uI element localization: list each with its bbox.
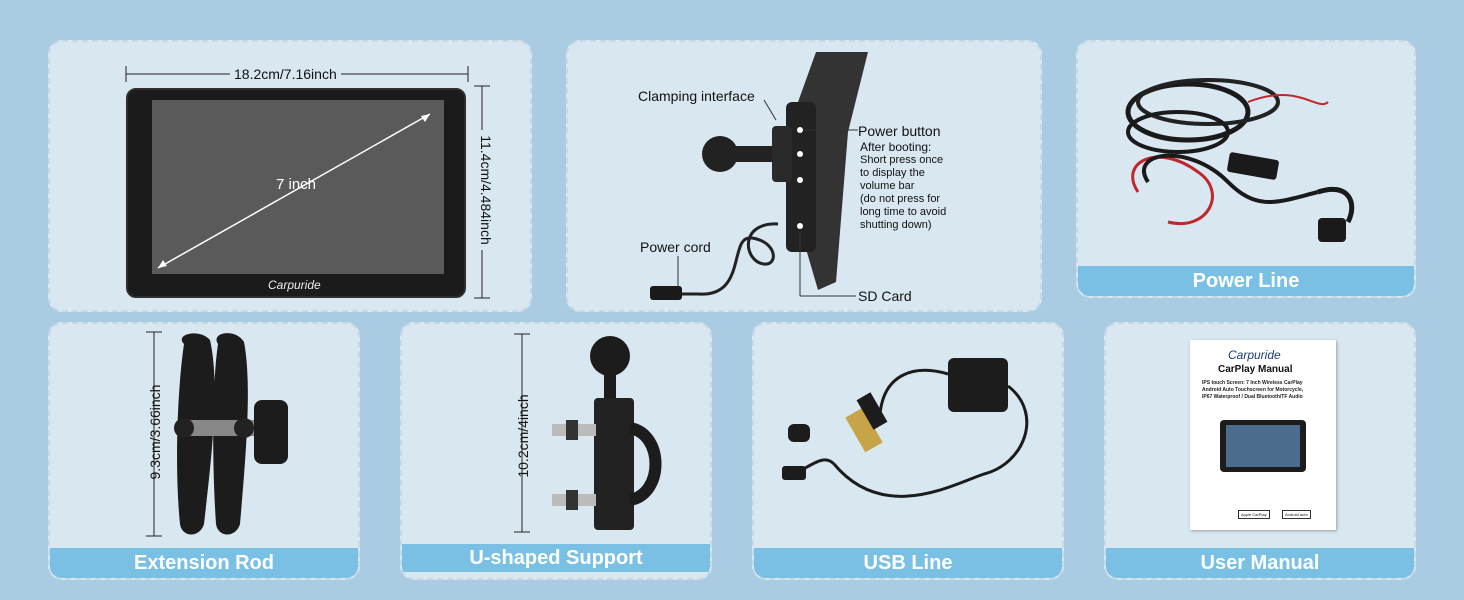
clamping-label: Clamping interface xyxy=(638,88,755,104)
power-button-desc: After booting: Short press once to displ… xyxy=(860,140,947,232)
power-cord-label: Power cord xyxy=(640,239,711,255)
extension-rod-title: Extension Rod xyxy=(50,548,358,578)
manual-device-image xyxy=(1220,420,1306,472)
diagonal-arrow-icon xyxy=(157,113,431,269)
u-support-icon xyxy=(514,333,662,533)
u-support-card: 10.2cm/4inch U-shaped Support xyxy=(400,322,712,580)
manual-title: CarPlay Manual xyxy=(1218,364,1293,375)
usb-line-card: USB Line xyxy=(752,322,1064,580)
side-view-card: Clamping interface Power button After bo… xyxy=(566,40,1042,312)
display-card: 18.2cm/7.16inch 11.4cm/4.484inch Carpuri… xyxy=(48,40,532,312)
usb-line-title: USB Line xyxy=(754,548,1062,578)
u-support-size: 10.2cm/4inch xyxy=(515,394,531,478)
display-device: Carpuride xyxy=(126,88,466,298)
sd-card-label: SD Card xyxy=(858,288,912,304)
side-device-icon xyxy=(650,52,868,300)
display-screen xyxy=(152,100,444,274)
badge-android: Android auto xyxy=(1282,510,1311,519)
extension-rod-size: 9.3cm/3.66inch xyxy=(147,384,163,480)
device-brand: Carpuride xyxy=(268,278,321,292)
manual-desc: IPS touch Screen: 7 Inch Wireless CarPla… xyxy=(1202,380,1304,400)
power-line-title: Power Line xyxy=(1078,266,1414,296)
usb-cable-icon xyxy=(782,358,1029,498)
badge-apple: Apple CarPlay xyxy=(1238,510,1270,519)
power-button-title: Power button xyxy=(858,123,941,139)
power-line-card: Power Line xyxy=(1076,40,1416,298)
manual-booklet: Carpuride CarPlay Manual IPS touch Scree… xyxy=(1190,340,1336,530)
u-support-title: U-shaped Support xyxy=(402,544,710,572)
manual-brand: Carpuride xyxy=(1228,348,1281,362)
user-manual-card: Carpuride CarPlay Manual IPS touch Scree… xyxy=(1104,322,1416,580)
extension-rod-card: 9.3cm/3.66inch Extension Rod xyxy=(48,322,360,580)
power-cable-icon xyxy=(1125,78,1355,242)
user-manual-title: User Manual xyxy=(1106,548,1414,578)
width-label: 18.2cm/7.16inch xyxy=(230,66,341,82)
diagonal-label: 7 inch xyxy=(276,176,317,193)
extension-rod-icon xyxy=(146,331,288,537)
